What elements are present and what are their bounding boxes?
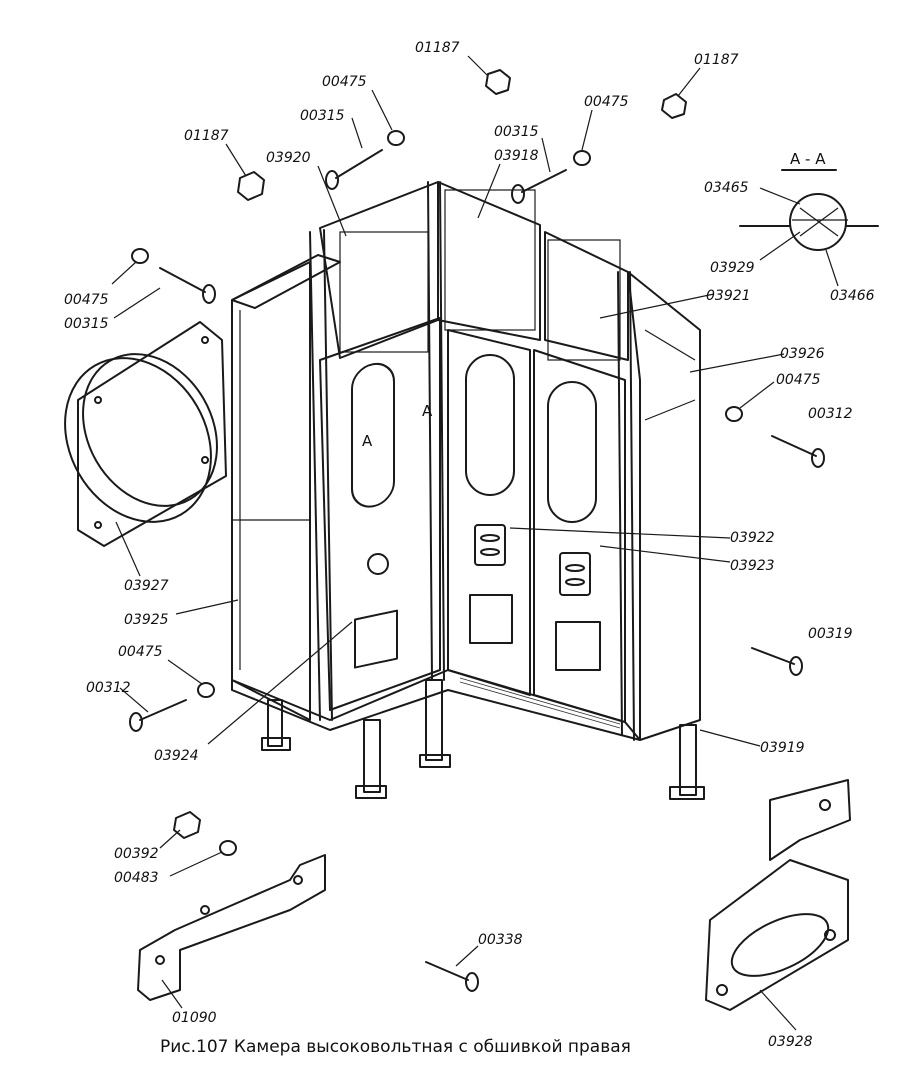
label-00475: 00475 [322, 74, 367, 90]
flange-plate-03928 [705, 779, 851, 1011]
flange-plate-03927 [64, 321, 227, 547]
label-03465: 03465 [704, 180, 749, 196]
bracket-01090 [137, 854, 326, 1001]
label-03922: 03922 [730, 530, 775, 546]
label-01090: 01090 [172, 1010, 217, 1026]
cabinet-legs [261, 679, 705, 800]
label-00315: 00315 [64, 316, 109, 332]
label-03925: 03925 [124, 612, 169, 628]
label-03929: 03929 [710, 260, 755, 276]
leader-lines [111, 55, 839, 1031]
label-00312: 00312 [86, 680, 131, 696]
section-mark-left: А [362, 432, 373, 450]
label-03918: 03918 [494, 148, 539, 164]
label-00483: 00483 [114, 870, 159, 886]
part-labels: 01187 01187 01187 00475 00475 00475 0047… [64, 40, 875, 1050]
label-01187: 01187 [184, 128, 229, 144]
label-00315: 00315 [494, 124, 539, 140]
label-00475: 00475 [584, 94, 629, 110]
label-03920: 03920 [266, 150, 311, 166]
fasteners [129, 69, 825, 992]
section-title: А - А [790, 150, 826, 168]
section-detail [739, 169, 879, 251]
label-01187: 01187 [415, 40, 460, 56]
label-03921: 03921 [706, 288, 751, 304]
figure-caption: Рис.107 Камера высоковольтная с обшивкой… [160, 1037, 631, 1057]
cabinet-body [231, 181, 701, 741]
label-00475: 00475 [64, 292, 109, 308]
label-03466: 03466 [830, 288, 875, 304]
label-03924: 03924 [154, 748, 199, 764]
label-03919: 03919 [760, 740, 805, 756]
label-03927: 03927 [124, 578, 169, 594]
label-00338: 00338 [478, 932, 523, 948]
label-00319: 00319 [808, 626, 853, 642]
section-mark-right: А [422, 402, 433, 420]
label-03926: 03926 [780, 346, 825, 362]
label-00475: 00475 [118, 644, 163, 660]
label-00315: 00315 [300, 108, 345, 124]
label-00475: 00475 [776, 372, 821, 388]
label-00392: 00392 [114, 846, 159, 862]
label-03923: 03923 [730, 558, 775, 574]
label-00312: 00312 [808, 406, 853, 422]
label-03928: 03928 [768, 1034, 813, 1050]
label-01187: 01187 [694, 52, 739, 68]
